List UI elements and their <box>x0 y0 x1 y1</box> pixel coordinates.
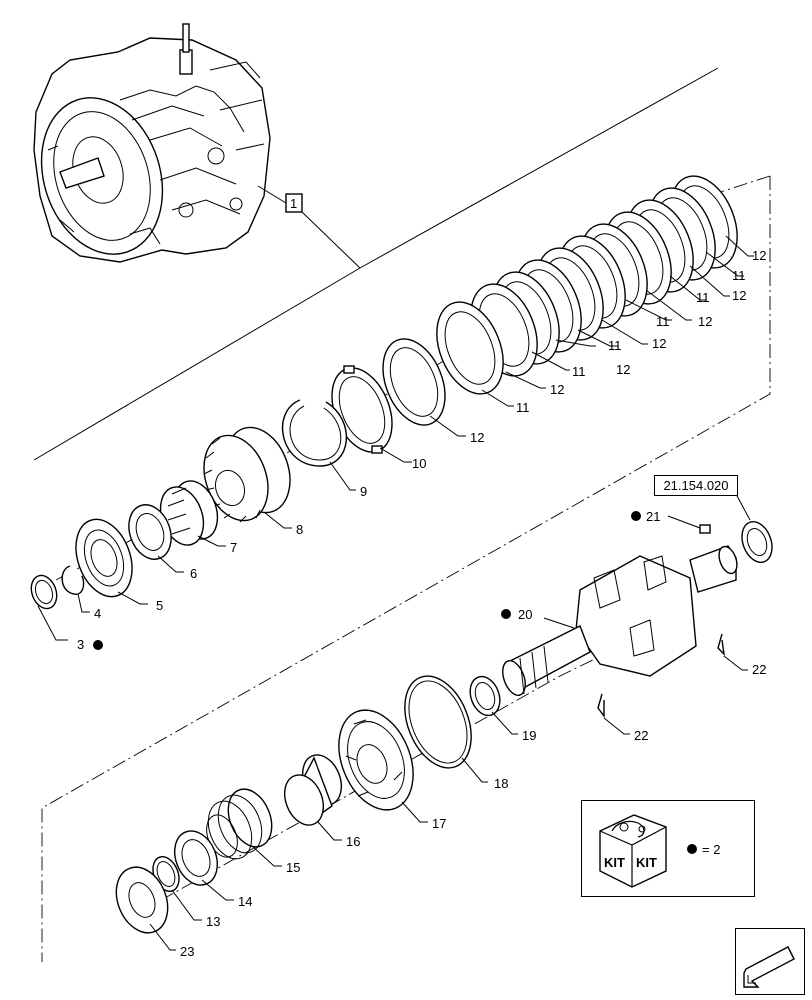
section-divider-lower <box>33 267 361 461</box>
steel-plate <box>382 338 446 426</box>
callout-11: 11 <box>656 314 670 329</box>
callout-20: 20 <box>518 607 532 622</box>
callout-13: 13 <box>206 914 220 929</box>
part-5-ball-bearing <box>75 518 133 598</box>
callout-11: 11 <box>732 268 746 283</box>
callout-18: 18 <box>494 776 508 791</box>
callout-5: 5 <box>156 598 163 613</box>
callout-21: 21 <box>646 509 660 524</box>
callout-11: 11 <box>608 338 622 353</box>
callout-11: 11 <box>696 290 710 305</box>
callout-4: 4 <box>94 606 101 621</box>
callout-leaders <box>37 235 754 951</box>
part-15-spring <box>206 788 273 860</box>
part-3-snap-ring <box>30 574 58 610</box>
callout-12: 12 <box>752 248 766 263</box>
part-20-clutch-drum <box>502 545 738 696</box>
kit-text-right: KIT <box>636 855 657 870</box>
exploded-axis-boundary <box>41 176 771 962</box>
callout-6: 6 <box>190 566 197 581</box>
part-17-piston <box>338 709 414 811</box>
clutch-pack <box>382 175 738 426</box>
part-22-pin-upper <box>717 633 725 656</box>
kit-marker-dot-icon <box>501 609 511 619</box>
callout-9: 9 <box>360 484 367 499</box>
callout-12: 12 <box>732 288 746 303</box>
part-6-ring <box>128 504 172 560</box>
part-19-seal-ring <box>469 675 501 717</box>
referenced-seal-ring <box>741 520 773 564</box>
callout-12: 12 <box>616 362 630 377</box>
callout-11: 11 <box>572 364 586 379</box>
kit-marker-dot-icon <box>687 844 697 854</box>
callout-15: 15 <box>286 860 300 875</box>
part-4-circlip <box>61 565 85 595</box>
callout-22: 22 <box>634 728 648 743</box>
kit-icon: KIT KIT = 2 <box>599 814 720 888</box>
callout-10: 10 <box>412 456 426 471</box>
reference-link-box[interactable]: 21.154.020 <box>654 475 738 496</box>
part-8-gear <box>203 426 291 523</box>
callout-22: 22 <box>752 662 766 677</box>
callout-3: 3 <box>77 637 84 652</box>
callout-23: 23 <box>180 944 194 959</box>
friction-disc <box>436 301 504 395</box>
group-label: 1 <box>290 196 297 211</box>
navigation-arrow-button[interactable] <box>735 928 805 995</box>
part-9-snap-ring <box>281 399 348 467</box>
part-22-pin-lower <box>597 693 605 719</box>
callout-12: 12 <box>470 430 484 445</box>
part-16-sleeve <box>283 754 343 826</box>
callout-12: 12 <box>652 336 666 351</box>
callout-14: 14 <box>238 894 252 909</box>
kit-legend-panel: KIT KIT = 2 <box>581 800 755 897</box>
part-18-o-ring <box>404 675 472 769</box>
kit-marker-dot-icon <box>93 640 103 650</box>
kit-marker-dot-icon <box>631 511 641 521</box>
kit-text-left: KIT <box>604 855 625 870</box>
part-7-needle-bearing <box>159 480 219 546</box>
callout-17: 17 <box>432 816 446 831</box>
callout-12: 12 <box>550 382 564 397</box>
part-21-pin <box>699 524 711 534</box>
callout-8: 8 <box>296 522 303 537</box>
callout-11: 11 <box>516 400 530 415</box>
part-23-plate <box>115 866 169 934</box>
callout-7: 7 <box>230 540 237 555</box>
kit-legend-equals: = 2 <box>702 842 720 857</box>
callout-12: 12 <box>698 314 712 329</box>
callout-16: 16 <box>346 834 360 849</box>
callout-19: 19 <box>522 728 536 743</box>
navigation-arrow-icon <box>743 946 795 988</box>
part-10-plate <box>331 365 393 454</box>
section-divider-upper <box>359 67 719 269</box>
transmission-assembly-illustration <box>33 23 271 263</box>
